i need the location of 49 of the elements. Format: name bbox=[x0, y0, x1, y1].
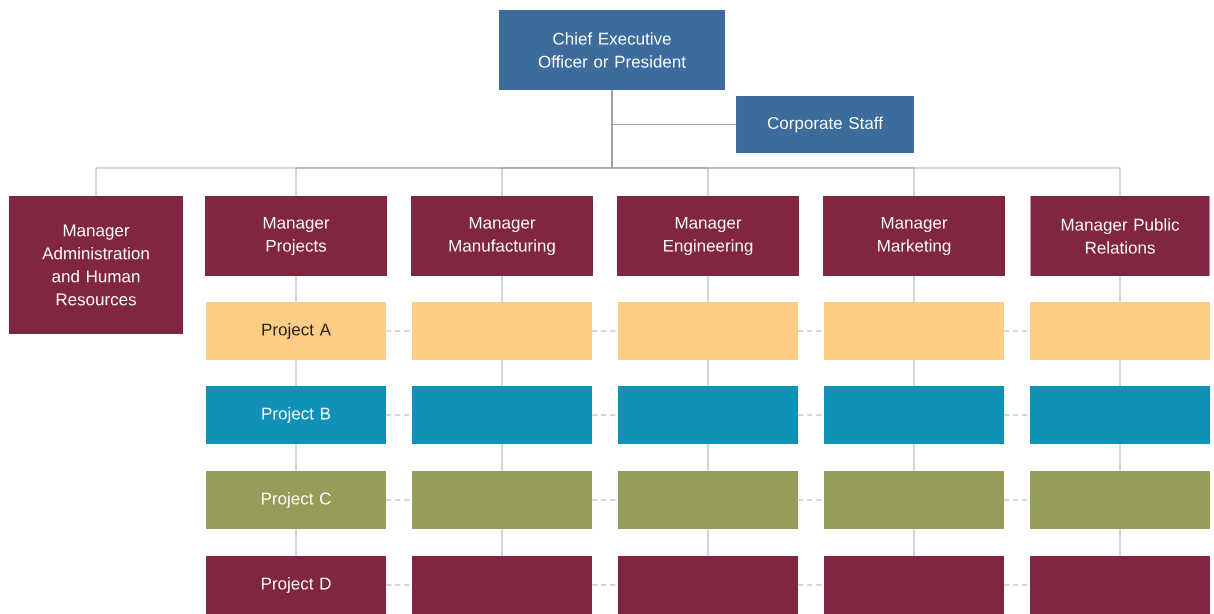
connector-line bbox=[707, 359, 709, 387]
connector-line bbox=[913, 528, 915, 557]
project-box bbox=[824, 471, 1004, 529]
project-box bbox=[1030, 302, 1210, 360]
manager-box: Manager Administration and Human Resources bbox=[9, 196, 183, 334]
project-box: Project B bbox=[206, 386, 386, 444]
manager-box: Manager Engineering bbox=[617, 196, 799, 276]
project-box bbox=[824, 302, 1004, 360]
project-box bbox=[412, 386, 592, 444]
project-box bbox=[1030, 471, 1210, 529]
project-box bbox=[412, 471, 592, 529]
project-box bbox=[824, 556, 1004, 614]
connector-line bbox=[707, 275, 709, 303]
connector-line bbox=[501, 359, 503, 387]
manager-box: Manager Marketing bbox=[823, 196, 1005, 276]
project-box bbox=[1030, 386, 1210, 444]
connector-line bbox=[913, 275, 915, 303]
project-box bbox=[618, 471, 798, 529]
connector-line bbox=[501, 528, 503, 557]
connector-line bbox=[707, 528, 709, 557]
connector-line bbox=[913, 443, 915, 472]
project-box: Project C bbox=[206, 471, 386, 529]
connector-line bbox=[611, 89, 1121, 197]
project-box bbox=[412, 302, 592, 360]
connector-line bbox=[1119, 528, 1121, 557]
project-box bbox=[824, 386, 1004, 444]
connector-line bbox=[1119, 275, 1121, 303]
connector-line bbox=[501, 275, 503, 303]
connector-line bbox=[501, 443, 503, 472]
manager-box: Manager Manufacturing bbox=[411, 196, 593, 276]
connector-line bbox=[1119, 443, 1121, 472]
connector-line bbox=[295, 528, 297, 557]
connector-line bbox=[295, 275, 297, 303]
project-box: Project D bbox=[206, 556, 386, 614]
connector-line bbox=[295, 359, 297, 387]
project-box bbox=[618, 556, 798, 614]
manager-box: Manager Public Relations bbox=[1030, 196, 1210, 276]
project-box bbox=[1030, 556, 1210, 614]
executive-box: Chief Executive Officer or President bbox=[499, 10, 725, 90]
connector-line bbox=[707, 443, 709, 472]
project-box bbox=[412, 556, 592, 614]
project-box bbox=[618, 302, 798, 360]
project-box: Project A bbox=[206, 302, 386, 360]
manager-box: Manager Projects bbox=[205, 196, 387, 276]
connector-line bbox=[1119, 359, 1121, 387]
staff-box: Corporate Staff bbox=[736, 96, 914, 153]
connector-line bbox=[913, 359, 915, 387]
project-box bbox=[618, 386, 798, 444]
connector-line bbox=[295, 443, 297, 472]
